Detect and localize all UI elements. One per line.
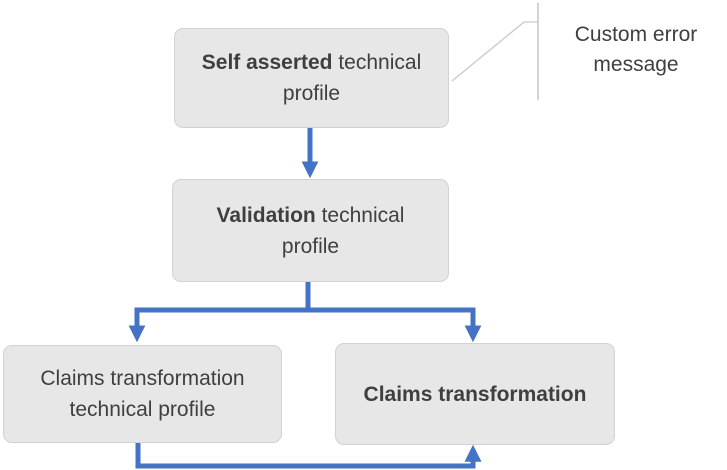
node-label-regular: technical profile [282, 51, 422, 105]
node-label: Claims transformation technical profile [18, 363, 267, 425]
callout-leader-line [451, 21, 538, 82]
node-label: Self asserted technical profile [189, 47, 434, 109]
node-label: Claims transformation [364, 379, 587, 410]
node-claims-transformation-technical-profile: Claims transformation technical profile [3, 345, 282, 443]
node-label-bold: Self asserted [201, 51, 333, 74]
node-label: Validation technical profile [187, 200, 434, 262]
node-label-bold: Claims transformation [363, 382, 587, 406]
node-label-regular: technical profile [281, 203, 405, 258]
node-validation-technical-profile: Validation technical profile [172, 179, 449, 282]
connector-claims-loop [135, 443, 482, 469]
node-claims-transformation: Claims transformation [335, 343, 615, 445]
connector-validation-split [128, 307, 482, 343]
node-label-bold: Validation [216, 203, 316, 227]
node-label-regular: Claims transformation technical profile [40, 367, 245, 421]
callout-custom-error-message: Custom error message [574, 23, 698, 76]
node-self-asserted-technical-profile: Self asserted technical profile [174, 28, 449, 128]
